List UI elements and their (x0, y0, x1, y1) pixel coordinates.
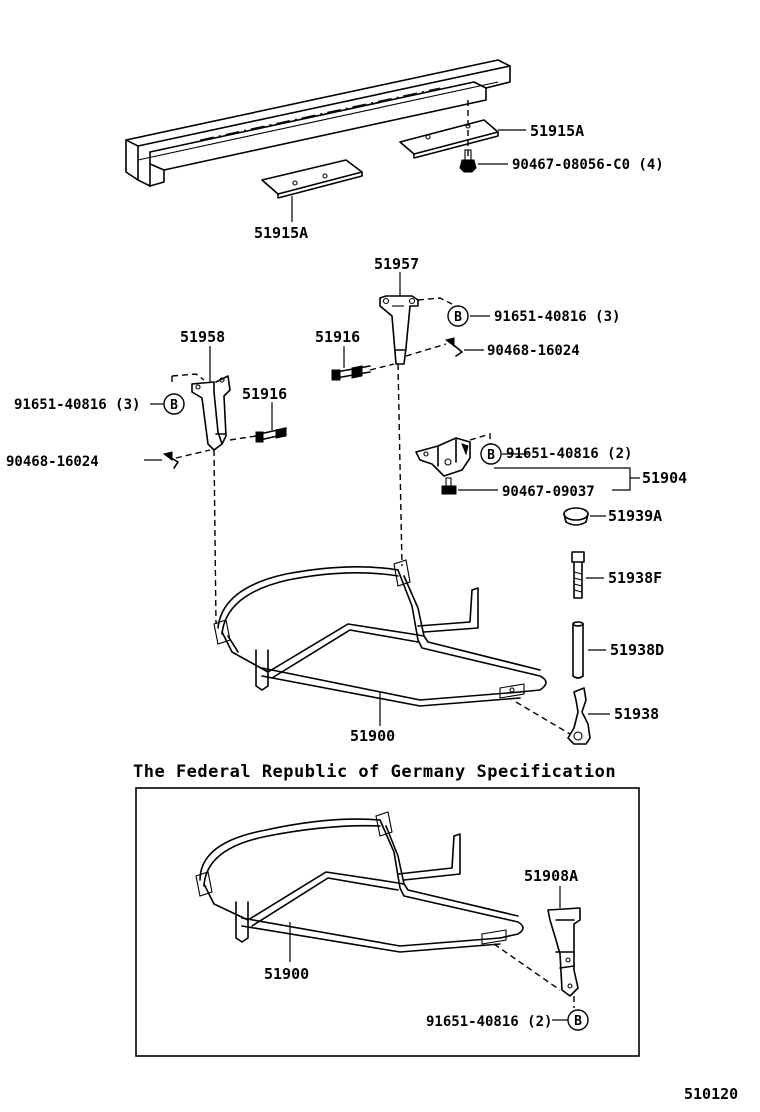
label-51916-left: 51916 (242, 385, 287, 403)
carrier-51900-germany (195, 811, 524, 953)
label-51900-box: 51900 (264, 965, 309, 983)
cap-51939a (563, 507, 589, 526)
label-51938f: 51938F (608, 569, 662, 587)
label-91651-mid: 91651-40816 (3) (494, 309, 620, 325)
hook-51938 (567, 687, 591, 745)
label-51904: 51904 (642, 469, 687, 487)
diagram-code: 510120 (684, 1085, 738, 1103)
circle-mark-b4: B (567, 1009, 589, 1031)
label-51957: 51957 (374, 255, 419, 273)
circle-mark-b2: B (163, 393, 185, 415)
svg-text:B: B (574, 1014, 582, 1029)
label-51938: 51938 (614, 705, 659, 723)
bolt-90467-09037 (441, 477, 457, 495)
carrier-51900-main (213, 559, 547, 707)
bolt-51916-left (255, 427, 287, 443)
rod-51938d (572, 621, 584, 679)
label-bolt-90467-08056: 90467-08056-C0 (4) (512, 157, 664, 173)
bolt-90467-08056 (459, 149, 477, 173)
clip-90468-left (162, 451, 179, 469)
circle-mark-b1: B (447, 305, 469, 327)
label-51916-mid: 51916 (315, 328, 360, 346)
svg-text:B: B (170, 398, 178, 413)
plate-51915a-left (261, 159, 363, 199)
bracket-51904 (415, 437, 471, 477)
bracket-51958 (191, 375, 231, 451)
label-91651-right: 91651-40816 (2) (506, 446, 632, 462)
bracket-51908a (547, 907, 581, 997)
frame-crossmember (125, 59, 511, 187)
label-51958: 51958 (180, 328, 225, 346)
label-90468-mid: 90468-16024 (487, 343, 580, 359)
label-90467-09037: 90467-09037 (502, 484, 595, 500)
circle-mark-b3: B (480, 443, 502, 465)
label-51900-main: 51900 (350, 727, 395, 745)
label-91651-left: 91651-40816 (3) (14, 397, 140, 413)
bolt-51938f (571, 551, 585, 599)
label-90468-left: 90468-16024 (6, 454, 99, 470)
germany-spec-box (135, 787, 640, 1057)
bolt-51916-mid (331, 365, 371, 381)
plate-51915a-right (399, 119, 499, 159)
svg-text:B: B (487, 448, 495, 463)
clip-90468-mid (444, 337, 463, 357)
bracket-51957 (379, 295, 419, 365)
label-51908a: 51908A (524, 867, 578, 885)
label-51915a-top: 51915A (530, 122, 584, 140)
label-51939a: 51939A (608, 507, 662, 525)
section-title: The Federal Republic of Germany Specific… (133, 762, 616, 782)
svg-text:B: B (454, 310, 462, 325)
label-91651-box: 91651-40816 (2) (426, 1014, 552, 1030)
labels: 51915A 90467-08056-C0 (4) 51915A 51957 9… (6, 122, 738, 1103)
label-51938d: 51938D (610, 641, 664, 659)
label-51915a-left: 51915A (254, 224, 308, 242)
